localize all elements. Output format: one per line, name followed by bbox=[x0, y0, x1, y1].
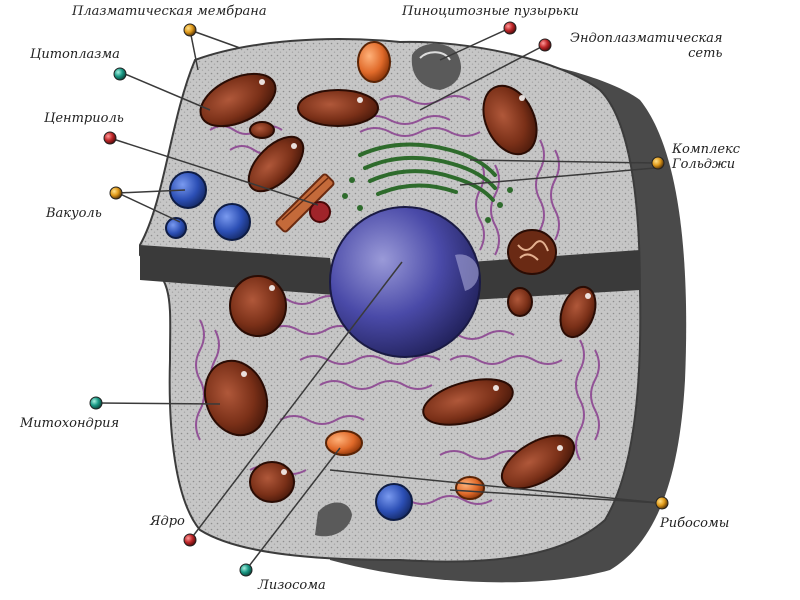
golgi-complex bbox=[358, 142, 497, 202]
pin-nucleus bbox=[183, 533, 197, 547]
label-ribosomes: Рибосомы bbox=[660, 516, 730, 531]
vacuoles bbox=[165, 171, 413, 521]
label-endoplasmic-reticulum: Эндоплазматическая сеть bbox=[570, 31, 722, 61]
lysosomes bbox=[325, 41, 485, 500]
pin-centriole bbox=[103, 131, 117, 145]
pin-pinocytic-vesicles bbox=[503, 21, 517, 35]
leader-lines bbox=[97, 27, 661, 571]
label-cytoplasm: Цитоплазма bbox=[30, 47, 120, 62]
lower-invagination bbox=[315, 502, 352, 537]
label-centriole: Центриоль bbox=[44, 111, 124, 126]
nucleus bbox=[329, 206, 481, 358]
pin-er bbox=[538, 38, 552, 52]
label-lysosome: Лизосома bbox=[258, 578, 326, 593]
pin-plasma-membrane bbox=[183, 23, 197, 37]
pin-golgi bbox=[651, 156, 665, 170]
mitochondria-highlights bbox=[241, 79, 591, 475]
label-er-line2: сеть bbox=[688, 46, 723, 61]
label-golgi-line2: Гольджи bbox=[672, 157, 736, 172]
centriole bbox=[275, 173, 335, 233]
label-golgi-complex: Комплекс Гольджи bbox=[672, 142, 740, 172]
label-vacuole: Вакуоль bbox=[46, 206, 102, 221]
pin-vacuole bbox=[109, 186, 123, 200]
pin-cytoplasm bbox=[113, 67, 127, 81]
label-pins bbox=[89, 21, 669, 577]
pin-lysosome bbox=[239, 563, 253, 577]
label-nucleus: Ядро bbox=[150, 514, 185, 529]
label-er-line1: Эндоплазматическая bbox=[570, 31, 723, 46]
label-mitochondria: Митохондрия bbox=[20, 416, 120, 431]
mitochondria-group bbox=[199, 72, 597, 503]
label-golgi-line1: Комплекс bbox=[672, 142, 741, 157]
cut-section bbox=[140, 245, 335, 295]
label-plasma-membrane: Плазматическая мембрана bbox=[72, 4, 267, 19]
pin-mitochondria bbox=[89, 396, 103, 410]
label-pinocytic-vesicles: Пиноцитозные пузырьки bbox=[402, 4, 579, 19]
golgi-vesicles bbox=[342, 177, 513, 223]
pin-ribosomes bbox=[655, 496, 669, 510]
mitochondrion-cross-section bbox=[507, 229, 557, 275]
